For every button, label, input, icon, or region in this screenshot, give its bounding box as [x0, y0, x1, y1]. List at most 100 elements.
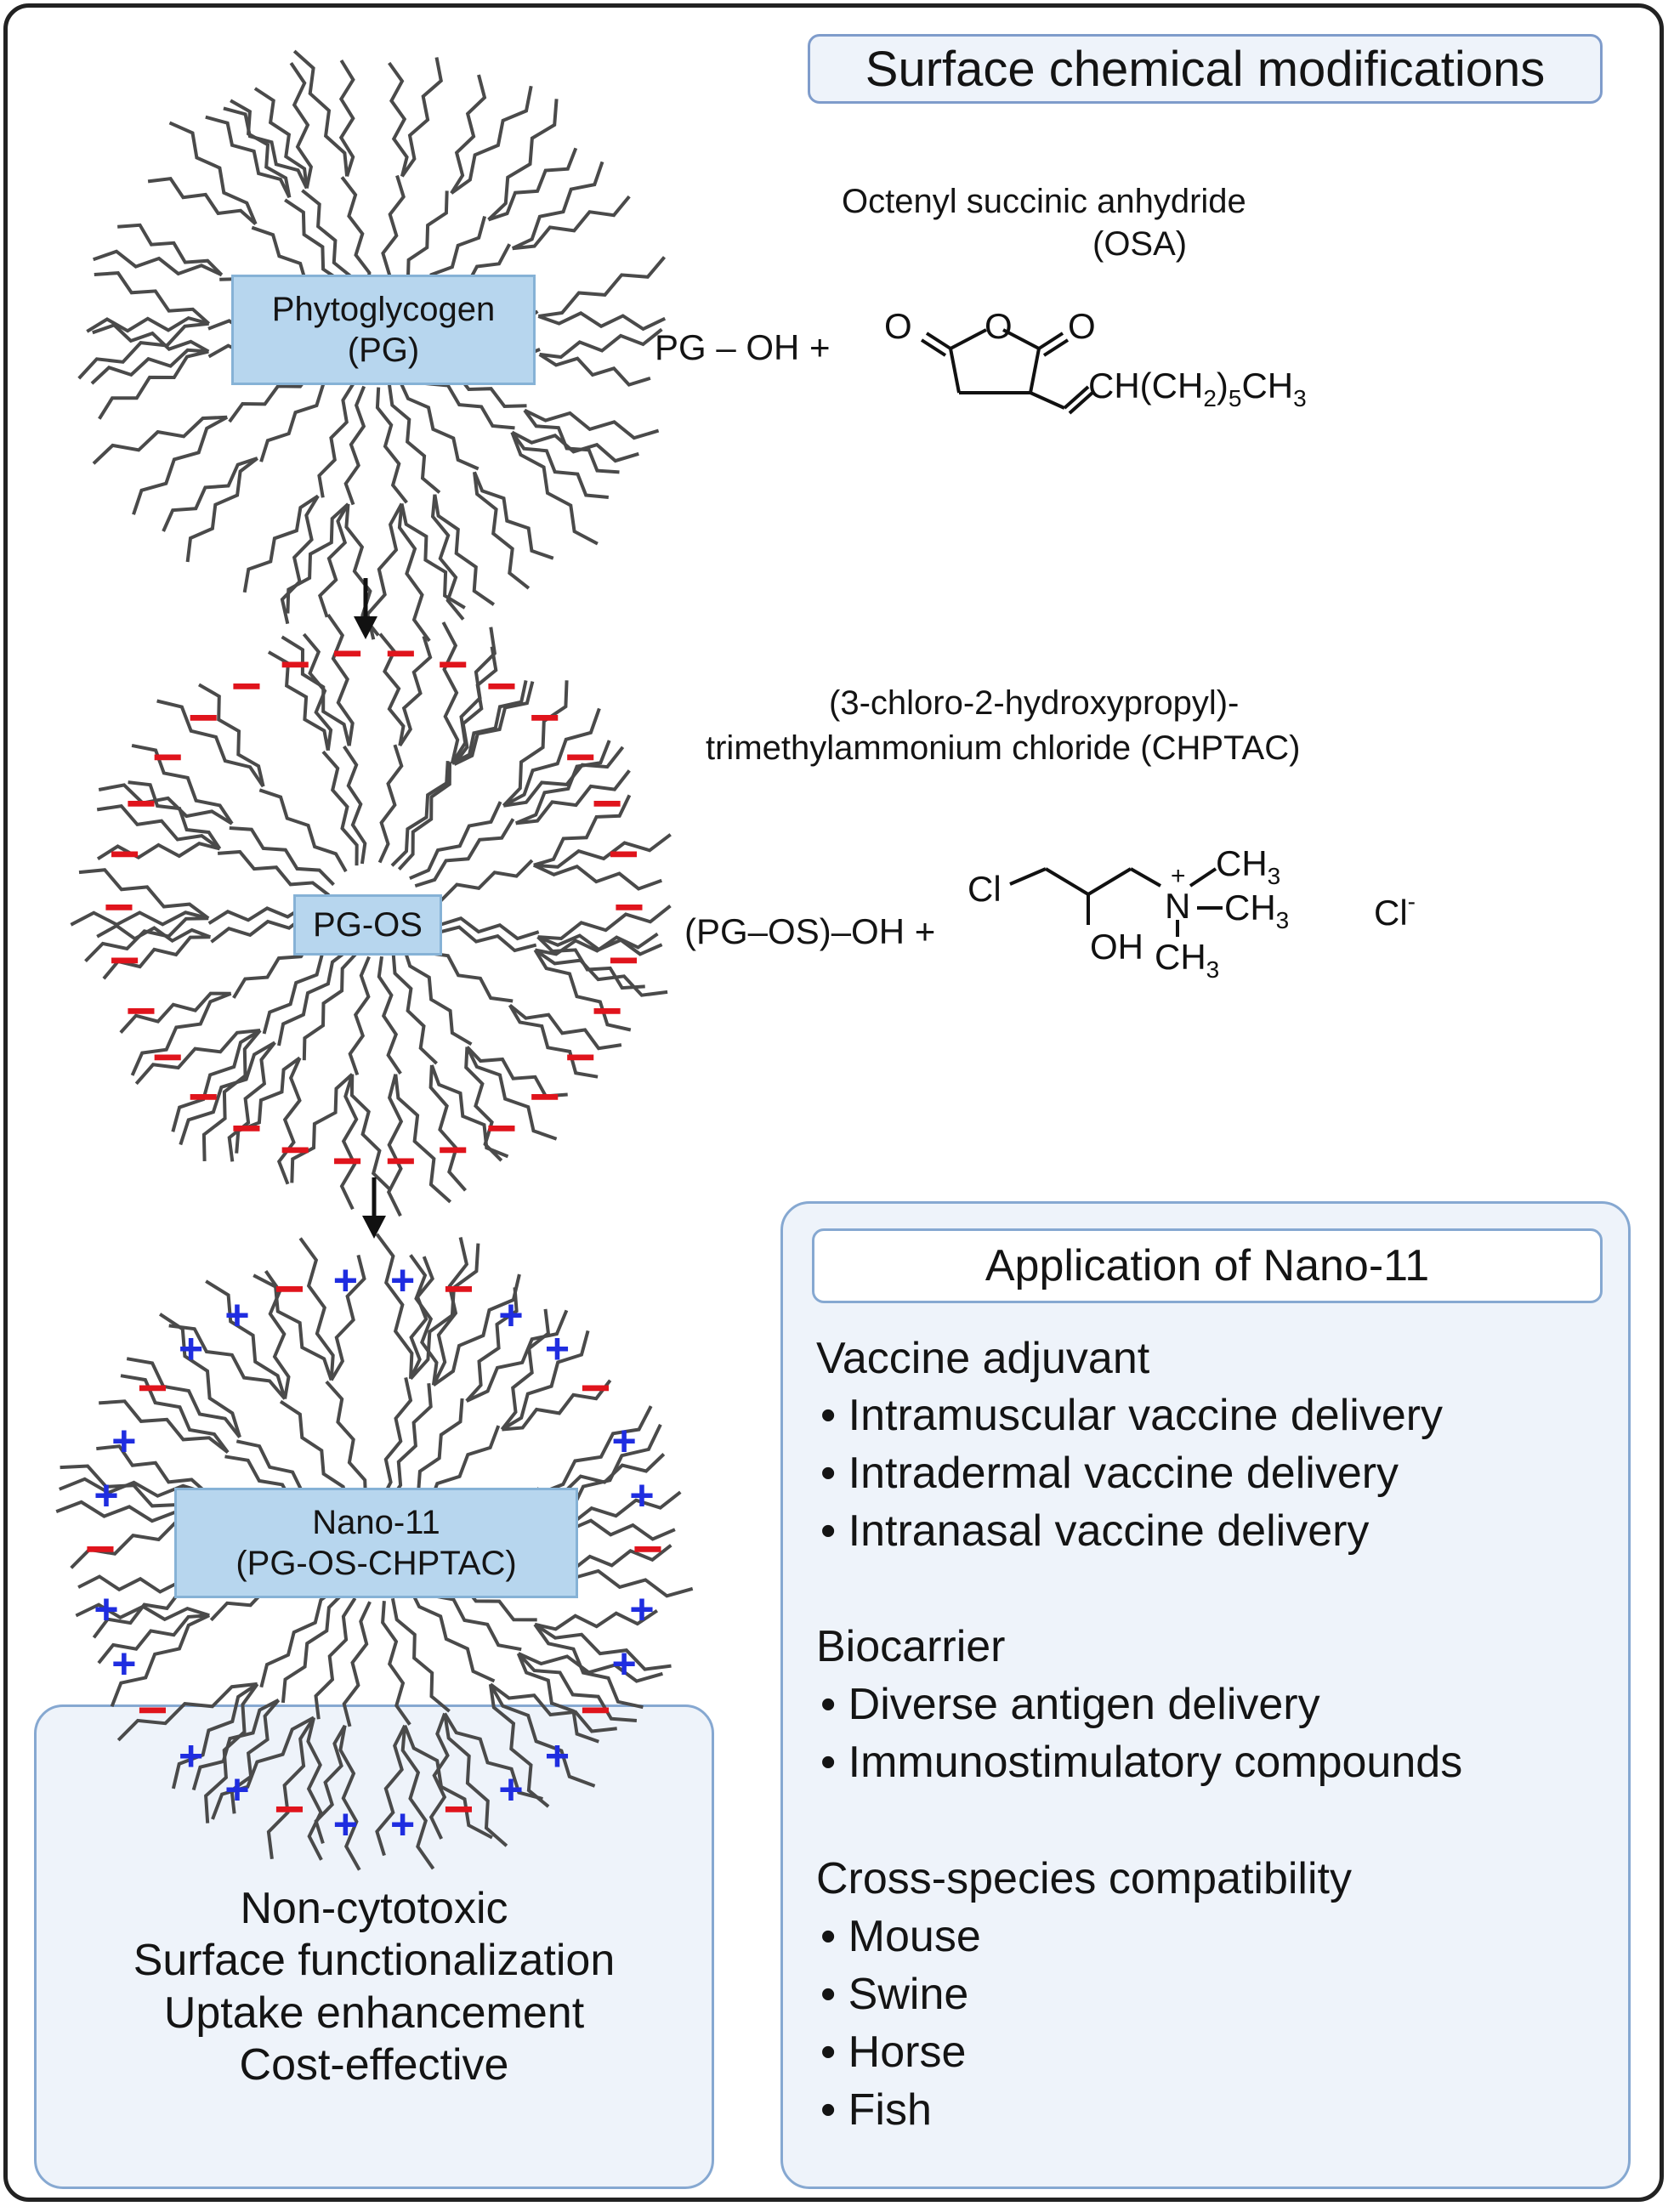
branch-chain [430, 494, 465, 621]
chptac-methyl-bottom: CH3 [1155, 937, 1219, 983]
branch-chain [318, 502, 350, 618]
positive-charge-icon: + [94, 1585, 118, 1633]
branch-chain [390, 760, 450, 867]
chptac-methyl-top: CH3 [1216, 843, 1280, 889]
branch-chain [171, 1682, 258, 1789]
branch-chain [508, 1004, 599, 1079]
branch-chain [168, 1324, 287, 1400]
nano-11-label-line2: (PG-OS-CHPTAC) [235, 1545, 517, 1582]
osa-name: Octenyl succinic anhydride [842, 183, 1246, 220]
negative-charge-icon: − [126, 982, 156, 1041]
branch-chain [171, 1029, 262, 1132]
reactant-pg-oh: PG – OH + [655, 327, 831, 367]
negative-charge-icon: − [231, 1099, 262, 1158]
negative-charge-icon: − [332, 1132, 363, 1190]
branch-chain [302, 952, 358, 1061]
chptac-structure: Cl OH N + CH3 CH3 CH3 Cl- [968, 843, 1416, 983]
branch-chain [430, 1064, 509, 1159]
chptac-name-line1: (3-chloro-2-hydroxypropyl)- [829, 684, 1240, 722]
branch-chain [510, 431, 599, 546]
branch-chain [538, 353, 651, 387]
positive-charge-icon: + [390, 1256, 415, 1304]
branch-chain [390, 1597, 451, 1713]
pg-label: Phytoglycogen (PG) [231, 275, 536, 385]
branch-chain [375, 1233, 414, 1379]
branch-chain [533, 794, 632, 867]
branch-chain [344, 503, 380, 637]
negative-charge-icon: − [486, 657, 517, 716]
branch-chain [523, 409, 620, 474]
branch-chain [377, 744, 404, 864]
applications-title: Application of Nano-11 [985, 1241, 1430, 1290]
branch-chain [508, 1003, 622, 1051]
positive-charge-icon: + [498, 1766, 523, 1813]
branch-chain [487, 147, 578, 222]
branch-chain [201, 1029, 262, 1161]
branch-chain [514, 740, 611, 825]
positive-charge-icon: + [629, 1472, 654, 1519]
positive-charge-icon: + [333, 1801, 358, 1848]
branch-chain [147, 176, 258, 225]
negative-charge-icon: − [530, 689, 560, 747]
branch-chain [375, 1724, 406, 1857]
negative-charge-icon: − [137, 1359, 167, 1418]
branch-chain [168, 121, 258, 225]
branch-chain [96, 1444, 209, 1495]
section-title-text: Surface chemical modifications [865, 41, 1546, 97]
chptac-chlorine: Cl [968, 869, 1002, 909]
properties-list: Non-cytotoxic Surface functionalization … [34, 1883, 714, 2091]
branch-chain [443, 1712, 543, 1801]
branch-chain [77, 321, 209, 380]
nano-11-label: Nano-11 (PG-OS-CHPTAC) [174, 1488, 578, 1598]
branch-chain [388, 61, 409, 177]
branch-chain [489, 1682, 617, 1733]
branch-chain [340, 176, 372, 293]
branch-chain [321, 750, 359, 866]
branch-chain [86, 315, 210, 333]
branch-chain [511, 430, 639, 463]
negative-charge-icon: − [104, 878, 134, 937]
negative-charge-icon: − [152, 1028, 183, 1086]
branch-chain [403, 1724, 493, 1840]
branch-chain [397, 503, 431, 643]
pg-label-line1: Phytoglycogen [271, 291, 496, 328]
branch-chain [378, 632, 406, 746]
bullet-icon: • [820, 1970, 837, 2019]
branch-chain [441, 621, 460, 764]
branch-chain [453, 681, 535, 766]
branch-chain [391, 952, 438, 1065]
branch-chain [534, 1608, 659, 1631]
branch-chain [511, 161, 604, 251]
branch-chain [229, 826, 335, 887]
osa-carbonyl-oxygen-right: O [1068, 306, 1096, 346]
negative-charge-icon: − [126, 774, 156, 833]
osa-side-chain: CH(CH2)5CH3 [1088, 366, 1307, 411]
list-item: • Immunostimulatory compounds [820, 1738, 1463, 1787]
branch-chain [532, 863, 662, 891]
branch-chain [126, 1357, 241, 1438]
pg-os-label-text: PG-OS [313, 906, 423, 944]
positive-charge-icon: + [629, 1585, 654, 1633]
list-item: • Intramuscular vaccine delivery [820, 1391, 1444, 1440]
branch-chain [451, 679, 528, 765]
branch-chain [289, 61, 314, 189]
properties-panel [34, 1704, 714, 2189]
bullet-icon: • [820, 2028, 837, 2077]
branch-chain [130, 991, 232, 1076]
branch-chain [267, 650, 330, 752]
branch-chain [537, 311, 667, 332]
list-item: • Mouse [820, 1912, 981, 1961]
positive-charge-icon: + [545, 1325, 570, 1373]
list-item: • Intranasal vaccine delivery [820, 1506, 1370, 1556]
positive-charge-icon: + [94, 1472, 118, 1519]
branch-chain [162, 457, 258, 532]
branch-chain [400, 502, 466, 610]
bullet-icon: • [820, 1738, 837, 1787]
branch-chain [377, 956, 402, 1075]
branch-chain [99, 1399, 230, 1454]
branch-chain [394, 1074, 452, 1204]
reactant-pg-os-oh: (PG–OS)–OH + [684, 911, 936, 951]
branch-chain [94, 271, 211, 326]
list-item: • Diverse antigen delivery [820, 1680, 1320, 1729]
negative-charge-icon: − [109, 825, 139, 884]
